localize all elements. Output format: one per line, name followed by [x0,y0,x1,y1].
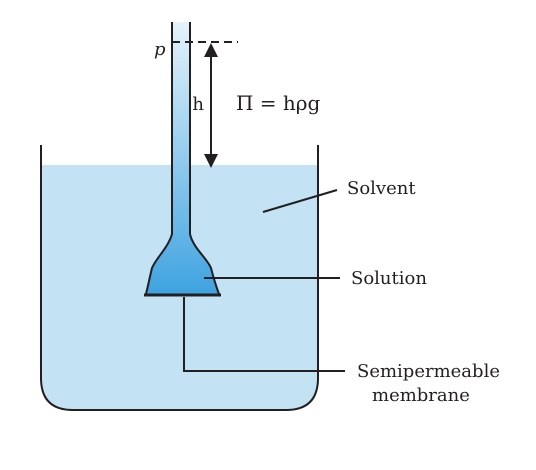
label-membrane: membrane [372,385,470,406]
label-semipermeable: Semipermeable [357,361,500,382]
beaker [40,145,319,411]
label-solvent: Solvent [347,178,416,199]
label-h: h [192,94,204,115]
label-formula: Π = hρg [236,91,321,115]
label-solution: Solution [351,268,427,289]
label-p: p [154,39,166,60]
membrane-leader [183,297,345,372]
funnel-outline [145,22,220,295]
thistle-funnel [146,22,219,294]
solvent-leader [262,189,338,213]
